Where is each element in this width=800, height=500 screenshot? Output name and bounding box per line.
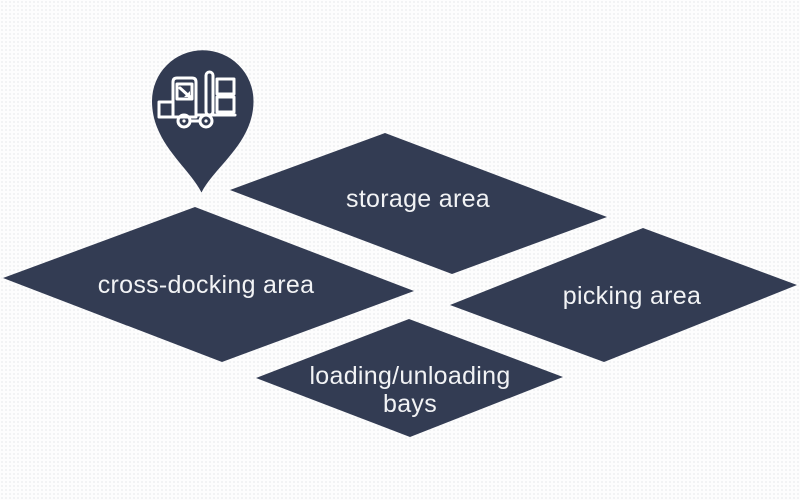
picking-area-label: picking area bbox=[563, 282, 701, 310]
storage-area: storage area bbox=[230, 133, 607, 274]
location-pin bbox=[152, 50, 254, 193]
forklift-window bbox=[175, 82, 194, 101]
forklift-wheel-rear-hub bbox=[204, 119, 208, 123]
picking-area-shape bbox=[450, 228, 797, 362]
forklift-wheel-front bbox=[176, 113, 192, 129]
storage-area-label: storage area bbox=[346, 185, 490, 213]
forklift-load-box-bottom bbox=[215, 95, 236, 114]
picking-area: picking area bbox=[450, 228, 797, 362]
cross-docking-area-label: cross-docking area bbox=[98, 271, 315, 299]
loading-unloading-bays-label-line2: bays bbox=[383, 390, 437, 418]
forklift-wheel-rear bbox=[198, 113, 214, 129]
cross-docking-area: cross-docking area bbox=[3, 207, 414, 362]
forklift-icon bbox=[157, 70, 237, 129]
cross-docking-area-shape bbox=[3, 207, 414, 362]
loading-unloading-bays-area: loading/unloading bays bbox=[256, 319, 563, 437]
loading-unloading-bays-shape bbox=[256, 319, 563, 437]
forklift-wheel-front-hub bbox=[182, 119, 186, 123]
loading-unloading-bays-label-line1: loading/unloading bbox=[309, 362, 510, 390]
forklift-window-triangle bbox=[184, 91, 190, 97]
forklift-cab bbox=[171, 76, 198, 119]
pin-shape bbox=[152, 50, 254, 193]
forklift-load-box-top bbox=[215, 77, 236, 96]
storage-area-shape bbox=[230, 133, 607, 274]
